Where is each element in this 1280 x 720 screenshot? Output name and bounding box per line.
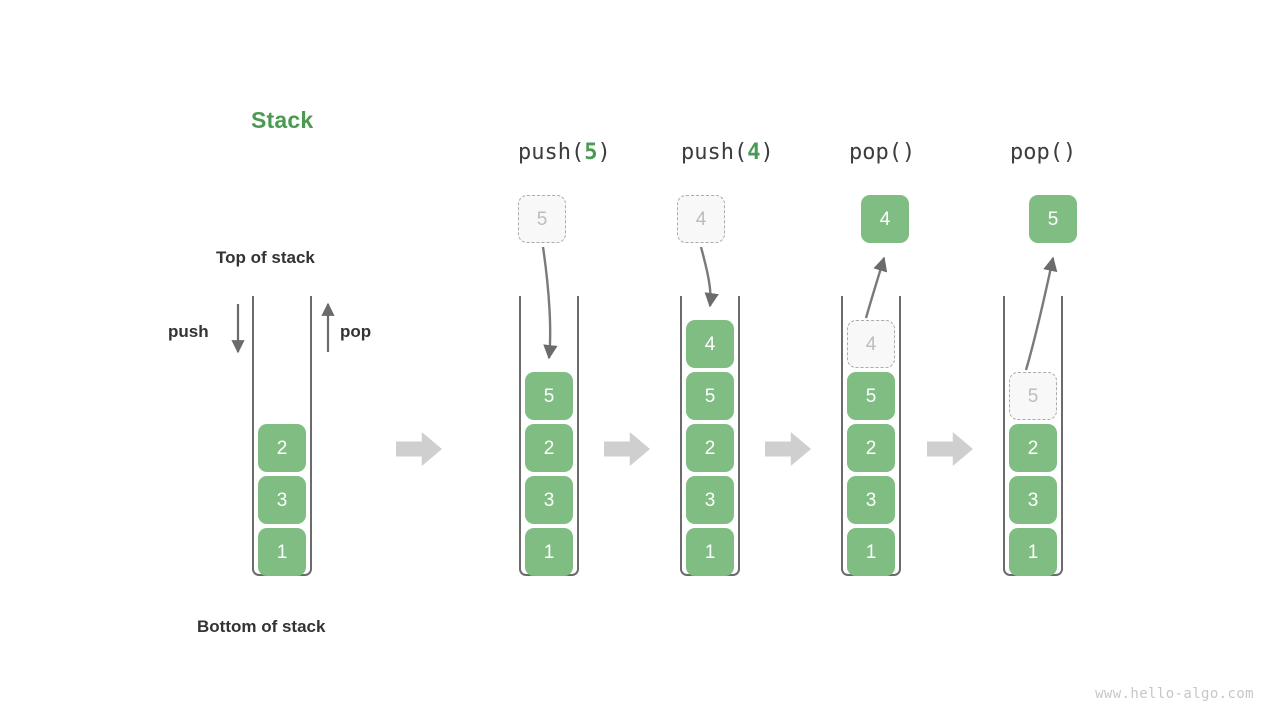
floating-value-box: 4 [677,195,725,243]
stack-cell: 3 [686,476,734,524]
pop-label: pop [340,322,372,341]
stack-cell: 3 [258,476,306,524]
caption-arg: 5 [584,140,598,165]
stack-cell: 5 [525,372,573,420]
caption-prefix: push( [518,140,585,165]
caption-suffix: ) [597,140,611,165]
stack-cell: 2 [1009,424,1057,472]
stack-cell: 5 [847,372,895,420]
caption-prefix: push( [681,140,748,165]
floating-value-box: 5 [518,195,566,243]
caption-prefix: pop( [1010,140,1063,165]
step-transition-arrow [927,432,973,466]
stack-cell: 2 [258,424,306,472]
step-caption-push-4: push(4) [681,140,774,165]
step-caption-pop-2: pop() [1010,140,1076,165]
stack-cell: 4 [686,320,734,368]
stack-cell: 1 [847,528,895,576]
stack-cell: 3 [1009,476,1057,524]
stack-cell-ghost: 4 [847,320,895,368]
stack-cell: 1 [258,528,306,576]
push-label: push [168,322,209,341]
step-transition-arrow [604,432,650,466]
step-transition-arrow [765,432,811,466]
caption-suffix: ) [1062,140,1077,165]
stack-cell: 2 [686,424,734,472]
popped-value-box: 4 [861,195,909,243]
caption-suffix: ) [760,140,774,165]
step-caption-pop-1: pop() [849,140,915,165]
watermark: www.hello-algo.com [1095,686,1254,702]
caption-suffix: ) [901,140,916,165]
stack-cell: 2 [525,424,573,472]
stack-cell: 1 [686,528,734,576]
stack-cell: 3 [847,476,895,524]
stack-cell: 1 [1009,528,1057,576]
stack-cell-ghost: 5 [1009,372,1057,420]
step-caption-push-5: push(5) [518,140,611,165]
page-title: Stack [251,107,314,133]
caption-prefix: pop( [849,140,902,165]
top-of-stack-label: Top of stack [216,248,315,267]
popped-value-box: 5 [1029,195,1077,243]
stack-cell: 3 [525,476,573,524]
step-transition-arrow [396,432,442,466]
caption-arg: 4 [747,140,761,165]
stack-cell: 1 [525,528,573,576]
stack-cell: 2 [847,424,895,472]
stack-cell: 5 [686,372,734,420]
bottom-of-stack-label: Bottom of stack [197,617,326,636]
